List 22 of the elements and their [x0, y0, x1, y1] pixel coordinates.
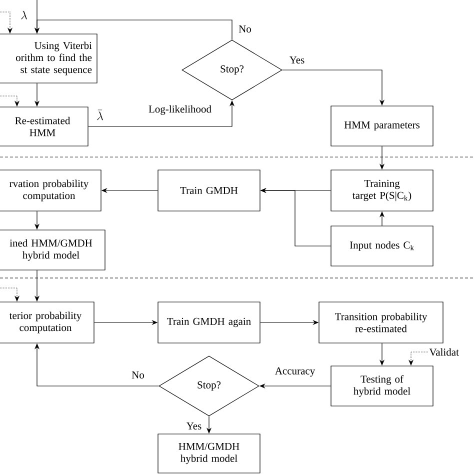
edge-label: No: [130, 370, 146, 380]
process-box: HMM parameters: [330, 106, 434, 146]
symbol-label: $\bar{\lambda}$: [97, 110, 103, 120]
process-box: Using Viterbi orithm to find the st state sequence: [0, 34, 98, 84]
edge-label: Log-likelihood: [148, 104, 212, 116]
process-box: Training target P(S|C$_{k}$): [330, 170, 434, 212]
symbol-label: $\lambda$: [21, 10, 27, 20]
process-box: Transition probability re-estimated: [318, 302, 444, 344]
process-box: rvation probability computation: [0, 170, 102, 212]
process-box: terior probability computation: [0, 302, 94, 344]
process-box: Testing of hybrid model: [330, 366, 434, 406]
process-box: Train GMDH: [158, 170, 260, 212]
edge-label: Accuracy: [274, 366, 316, 378]
edge-label: Yes: [185, 422, 203, 430]
process-box: Train GMDH again: [158, 302, 260, 344]
input-label: Validat: [429, 348, 459, 356]
process-box: Input nodes C$_{k}$: [330, 226, 434, 266]
process-box: HMM/GMDH hybrid model: [158, 434, 260, 474]
process-box: ined HMM/GMDH hybrid model: [0, 230, 106, 270]
edge-label: No: [238, 24, 252, 34]
edge-label: Yes: [288, 56, 306, 64]
process-box: Re-estimated HMM: [0, 106, 88, 146]
